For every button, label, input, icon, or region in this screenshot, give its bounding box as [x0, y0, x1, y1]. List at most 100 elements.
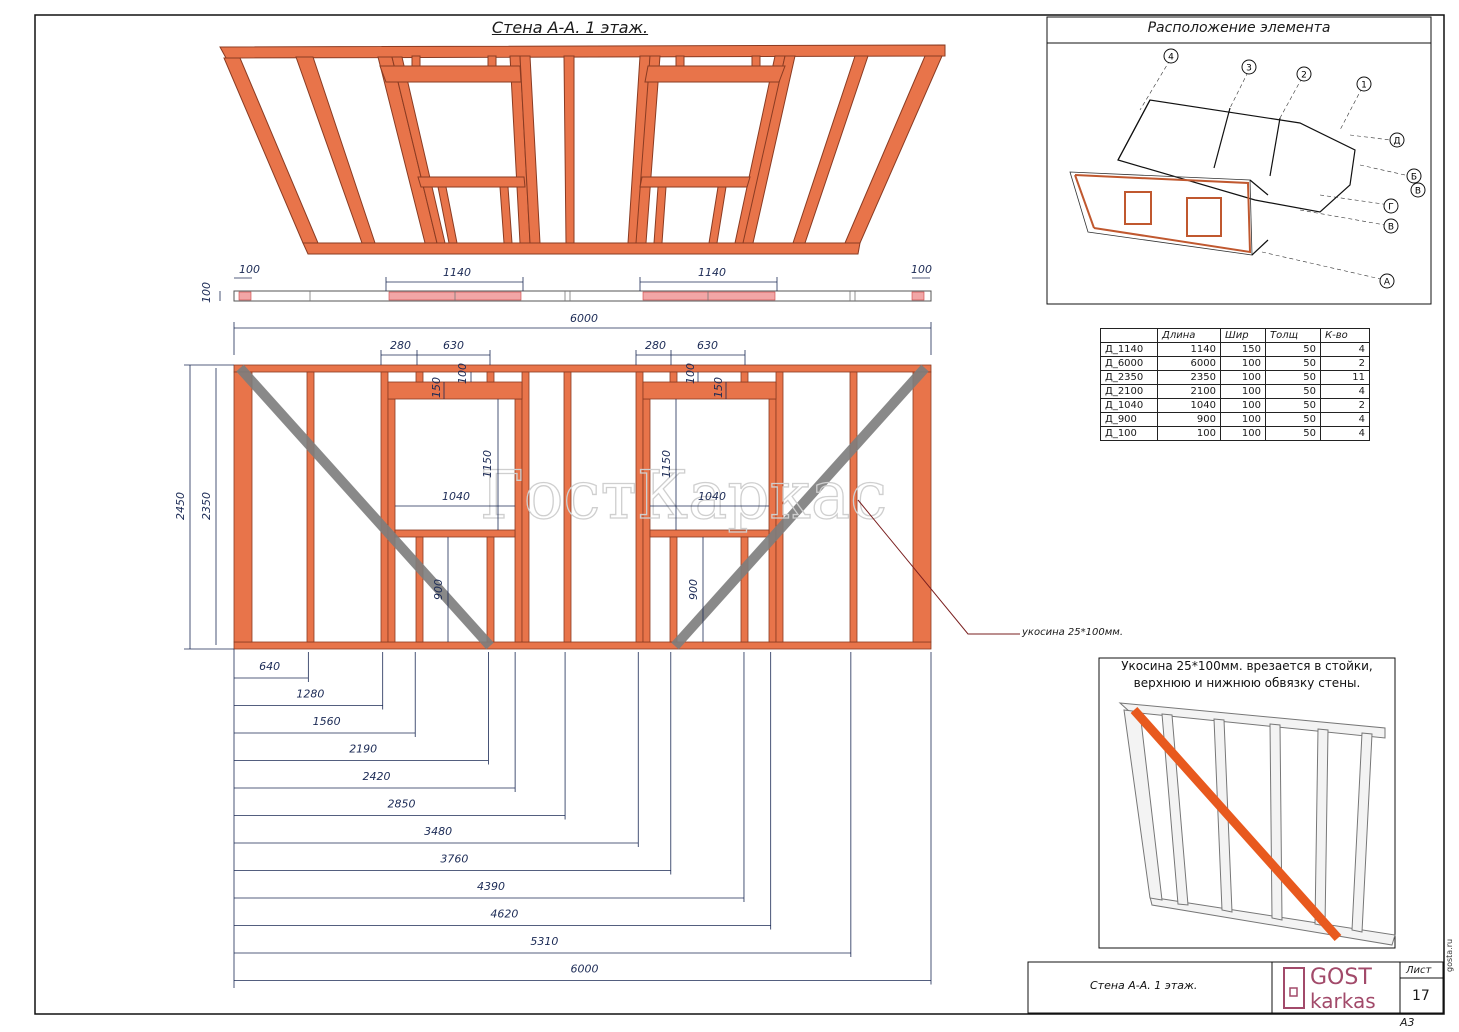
stud	[223, 57, 319, 244]
note-frame-stud	[1269, 723, 1283, 921]
chain-dimension-label: 5310	[530, 935, 558, 948]
stud	[635, 55, 661, 244]
cripple-stud	[653, 186, 667, 244]
spec-cell: 50	[1265, 398, 1321, 413]
chain-dimension-label: 640	[259, 660, 280, 673]
plan-lintel-2	[642, 291, 776, 301]
elev-stud	[387, 398, 396, 643]
plan-post-right	[911, 291, 925, 301]
brace-leader	[857, 499, 1020, 635]
brace-left	[236, 364, 494, 650]
dim-w1-1150: 1150	[481, 450, 494, 478]
spec-cell: 11	[1320, 370, 1370, 385]
axis-bubble	[1296, 66, 1312, 82]
elev-cripple	[740, 536, 749, 643]
dim-w2-1150: 1150	[660, 450, 673, 478]
spec-cell: Д_6000	[1100, 356, 1158, 371]
elev-lintel	[642, 381, 777, 400]
chain-dimension-label: 2190	[349, 743, 377, 756]
dim-w2-150: 150	[712, 377, 725, 398]
spec-cell: Д_1140	[1100, 342, 1158, 357]
axis-bubble	[1356, 76, 1372, 92]
spec-cell: 100	[1220, 384, 1266, 399]
spec-cell: 50	[1265, 426, 1321, 441]
spec-header-cell: Шир	[1220, 328, 1266, 343]
axis-bubble-label: 2	[1301, 71, 1307, 81]
spec-header-cell	[1100, 328, 1158, 343]
spec-cell: 50	[1265, 342, 1321, 357]
spec-cell: 4	[1320, 384, 1370, 399]
spec-cell: 4	[1320, 426, 1370, 441]
logo-house-icon	[1283, 967, 1305, 1009]
elev-sill	[649, 529, 770, 538]
axis-bubble	[1163, 48, 1179, 64]
dim-w2-630: 630	[697, 339, 718, 352]
spec-cell: 1040	[1157, 398, 1221, 413]
page-title: Стена А-А. 1 этаж.	[491, 18, 649, 37]
note-text: Укосина 25*100мм. врезается в стойки, ве…	[1099, 658, 1395, 692]
elev-stud	[849, 371, 858, 643]
chain-dimension-label: 3480	[424, 825, 452, 838]
spec-cell: 2	[1320, 398, 1370, 413]
note-brace	[1130, 706, 1342, 942]
spec-cell: 1140	[1157, 342, 1221, 357]
dim-plan-overall: 6000	[570, 312, 598, 325]
elev-stud	[233, 371, 253, 643]
elev-stud	[563, 371, 572, 643]
dim-height-2450: 2450	[174, 492, 187, 520]
axis-bubble	[1389, 132, 1405, 148]
dim-w1-150: 150	[430, 377, 443, 398]
spec-cell: 100	[1220, 356, 1266, 371]
elev-cripple	[669, 371, 678, 383]
dim-plan-lintel-2: 1140	[698, 266, 726, 279]
elev-stud	[380, 371, 389, 643]
spec-cell: Д_100	[1100, 426, 1158, 441]
axis-bubble-label: Г	[1388, 203, 1394, 213]
house-roof-outline	[1117, 99, 1356, 213]
location-title: Расположение элемента	[1147, 20, 1331, 36]
spec-cell: 4	[1320, 342, 1370, 357]
axis-bubble-label: 3	[1246, 64, 1252, 74]
elev-stud	[912, 371, 932, 643]
dim-w2-280: 280	[645, 339, 666, 352]
sill	[639, 176, 751, 188]
dim-w1-1040: 1040	[442, 490, 470, 503]
dim-w1-630: 630	[443, 339, 464, 352]
elev-cripple	[486, 371, 495, 383]
elev-stud	[521, 371, 530, 643]
chain-dimension-label: 1560	[313, 715, 341, 728]
sheet-frame	[34, 14, 1445, 1015]
spec-cell: 50	[1265, 412, 1321, 427]
bottom-plate	[302, 242, 861, 255]
brace-callout: укосина 25*100мм.	[1022, 627, 1123, 638]
plan-post-left	[238, 291, 252, 301]
spec-cell: 2100	[1157, 384, 1221, 399]
dim-plan-left-100: 100	[239, 263, 260, 276]
axis-bubble	[1379, 273, 1395, 289]
spec-cell: 4	[1320, 412, 1370, 427]
elev-cripple	[415, 371, 424, 383]
cripple-stud	[487, 55, 497, 67]
cripple-stud	[751, 55, 761, 67]
spec-cell: 2350	[1157, 370, 1221, 385]
axis-bubble-label: Б	[1411, 173, 1417, 183]
note-frame-stud	[1161, 713, 1189, 906]
dim-plan-lintel-1: 1140	[443, 266, 471, 279]
chain-dimension-label: 4390	[477, 880, 505, 893]
note-frame-stud	[1351, 732, 1373, 933]
elev-stud	[775, 371, 784, 643]
dim-w1-100: 100	[456, 363, 469, 384]
stud	[295, 56, 376, 244]
spec-cell: 50	[1265, 356, 1321, 371]
axis-bubble-label: 1	[1361, 81, 1367, 91]
axis-bubble	[1410, 182, 1426, 198]
chain-dimension-label: 2850	[388, 798, 416, 811]
wall-elevation: ГостКаркас 280 630 280 630 150 100 100 1	[174, 339, 1020, 650]
elev-cripple	[415, 536, 424, 643]
